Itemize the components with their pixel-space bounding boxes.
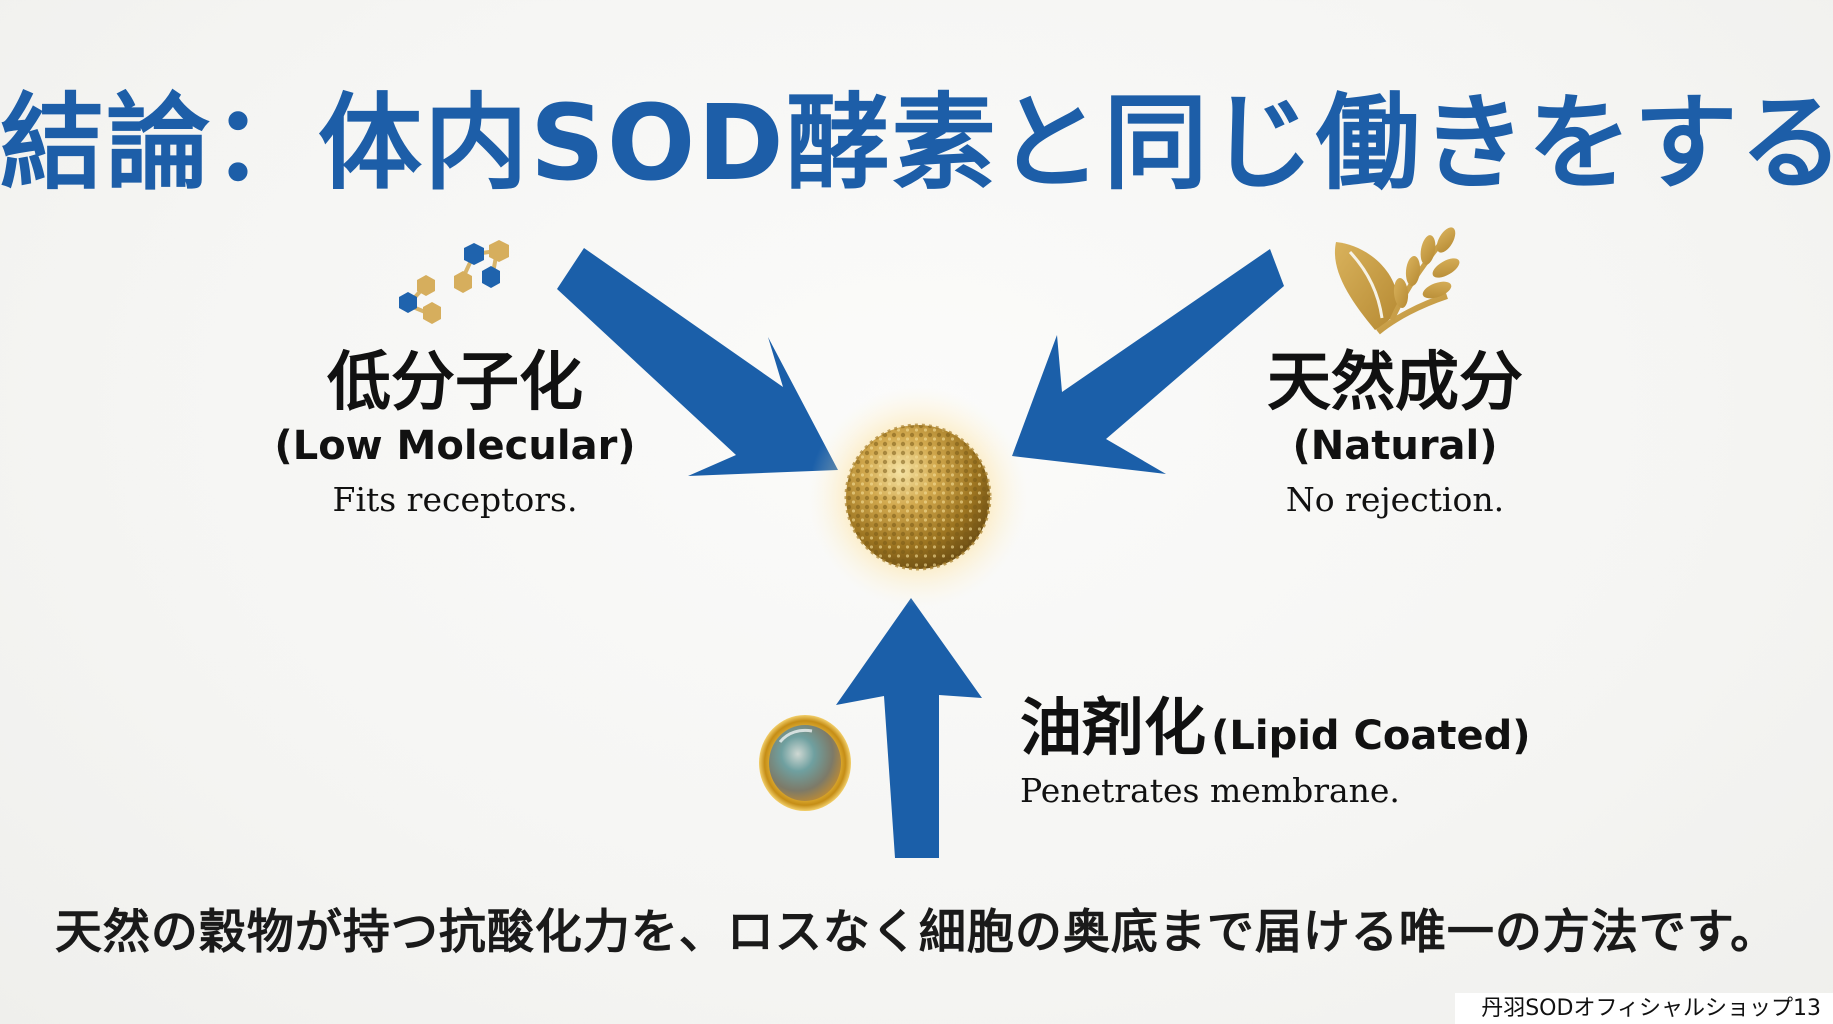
feature-label-jp: 油剤化 xyxy=(1020,691,1207,764)
arrow-low-molecular xyxy=(557,248,838,476)
summary-text: 天然の穀物が持つ抗酸化力を、ロスなく細胞の奥底まで届ける唯一の方法です。 xyxy=(54,905,1779,960)
feature-low-molecular: 低分子化 (Low Molecular) Fits receptors. xyxy=(255,345,655,521)
feature-description: Penetrates membrane. xyxy=(1020,771,1400,810)
wheat-leaf-icon xyxy=(1334,227,1460,335)
arrow-lipid-coated xyxy=(836,598,982,858)
feature-label-en: (Low Molecular) xyxy=(274,423,636,469)
lipid-capsule-icon xyxy=(759,715,851,811)
golden-antioxidant-sphere-icon xyxy=(808,387,1028,607)
arrow-natural xyxy=(1012,249,1284,474)
feature-description: No rejection. xyxy=(1285,480,1505,519)
feature-label-jp: 低分子化 xyxy=(327,346,583,420)
feature-lipid-coated: 油剤化 (Lipid Coated) Penetrates membrane. xyxy=(1020,690,1530,812)
feature-label-jp: 天然成分 xyxy=(1267,346,1523,420)
feature-description: Fits receptors. xyxy=(332,480,578,519)
feature-label-en: (Natural) xyxy=(1292,423,1498,469)
feature-label-en: (Lipid Coated) xyxy=(1211,713,1531,759)
page-title: 結論：体内SOD酵素と同じ働きをする xyxy=(0,82,1833,204)
feature-natural: 天然成分 (Natural) No rejection. xyxy=(1195,345,1595,521)
watermark-label: 丹羽SODオフィシャルショップ13 xyxy=(1455,993,1833,1024)
molecule-hexagons-icon xyxy=(399,240,509,324)
